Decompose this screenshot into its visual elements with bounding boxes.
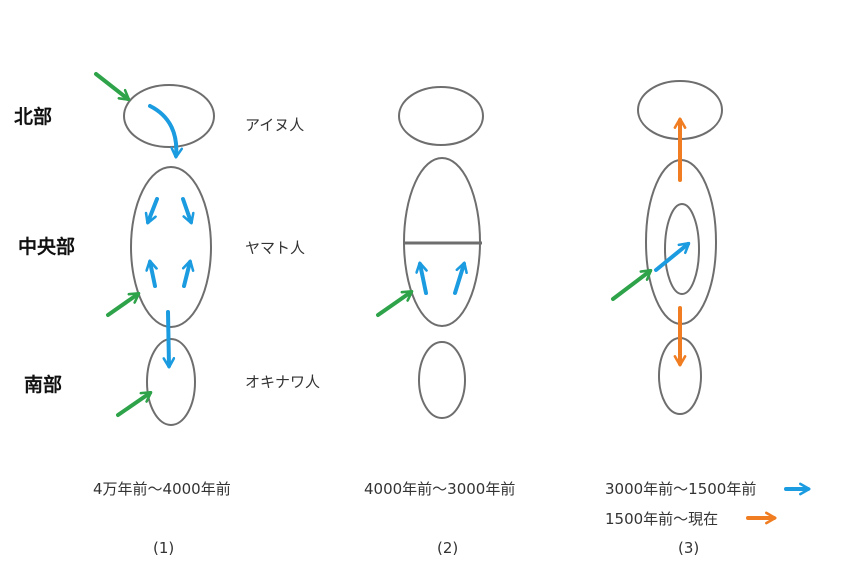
panel-label-2: (2)	[437, 539, 458, 557]
panel1-blue-arrow-central-to-south	[162, 310, 176, 369]
panel3-central-island	[645, 159, 717, 325]
panel1-blue-arrow-up-left	[145, 259, 158, 288]
panel-3	[611, 80, 723, 415]
period-label-3-blue: 3000年前〜1500年前	[605, 480, 756, 498]
panel2-blue-arrow-up-left	[415, 261, 428, 295]
panel1-green-arrow-north	[94, 72, 131, 102]
panel-label-3: (3)	[678, 539, 699, 557]
panel1-central-island	[130, 166, 212, 328]
panel-1	[94, 72, 215, 426]
panel1-blue-arrow-down-right	[181, 197, 195, 225]
region-label-south: 南部	[24, 373, 62, 396]
panel1-south-island	[146, 338, 196, 426]
panel2-north-island	[398, 86, 484, 146]
panel1-north-island	[123, 84, 215, 148]
panel1-blue-arrow-down-left	[144, 197, 159, 225]
panel1-blue-arrow-up-right	[181, 259, 195, 288]
region-label-north: 北部	[14, 105, 52, 128]
panel3-blue-arrow-core	[654, 241, 691, 272]
panel3-green-arrow-central	[611, 268, 653, 301]
panel1-green-arrow-south	[116, 390, 153, 417]
region-label-central: 中央部	[18, 235, 75, 258]
panel3-central-core-region	[664, 203, 700, 295]
period-label-3-orange: 1500年前〜現在	[605, 510, 718, 528]
period-label-1: 4万年前〜4000年前	[93, 480, 231, 498]
people-label-ainu: アイヌ人	[245, 116, 304, 134]
panel2-south-island	[418, 341, 466, 419]
period-label-2: 4000年前〜3000年前	[364, 480, 515, 498]
panel2-green-arrow-central	[376, 289, 414, 317]
panel-2	[376, 86, 484, 419]
panel2-blue-arrow-up-right	[453, 261, 468, 295]
people-label-okinawa: オキナワ人	[245, 373, 320, 391]
panel1-green-arrow-central	[106, 291, 141, 317]
panel-label-1: (1)	[153, 539, 174, 557]
panel1-blue-arrow-north-to-central	[148, 104, 184, 159]
people-label-yamato: ヤマト人	[245, 239, 305, 257]
